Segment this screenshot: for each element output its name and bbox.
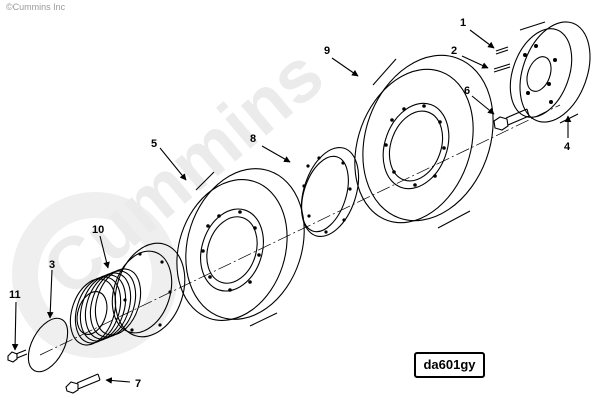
callout-6: 6 [464,85,470,97]
front-damper [176,168,305,327]
hub-capscrew [493,108,530,131]
watermark-text: Cummins [27,32,339,312]
callout-9: 9 [324,45,330,57]
leader-arrows [11,29,572,384]
callout-2: 2 [451,45,457,57]
callout-7: 7 [135,378,141,390]
spacer-ring [300,146,360,238]
callout-8: 8 [250,133,256,145]
rear-damper [354,54,494,229]
callout-10: 10 [92,224,104,236]
callout-11: 11 [9,289,21,301]
cover-screw [7,349,28,363]
hub [509,21,591,124]
callout-labels: 1 2 3 4 5 6 7 8 9 10 11 [9,17,571,390]
center-line [39,104,561,356]
cover-plate [27,317,69,373]
callout-4: 4 [564,141,571,153]
dowel-pins [493,46,511,73]
callout-1: 1 [460,17,466,29]
pulley-capscrew [65,373,101,394]
pulley-adapter [69,242,186,346]
diagram-id-label: da601gy [414,352,485,378]
callout-3: 3 [49,259,55,271]
callout-5: 5 [151,138,157,150]
copyright-notice: ©Cummins Inc [6,2,66,12]
